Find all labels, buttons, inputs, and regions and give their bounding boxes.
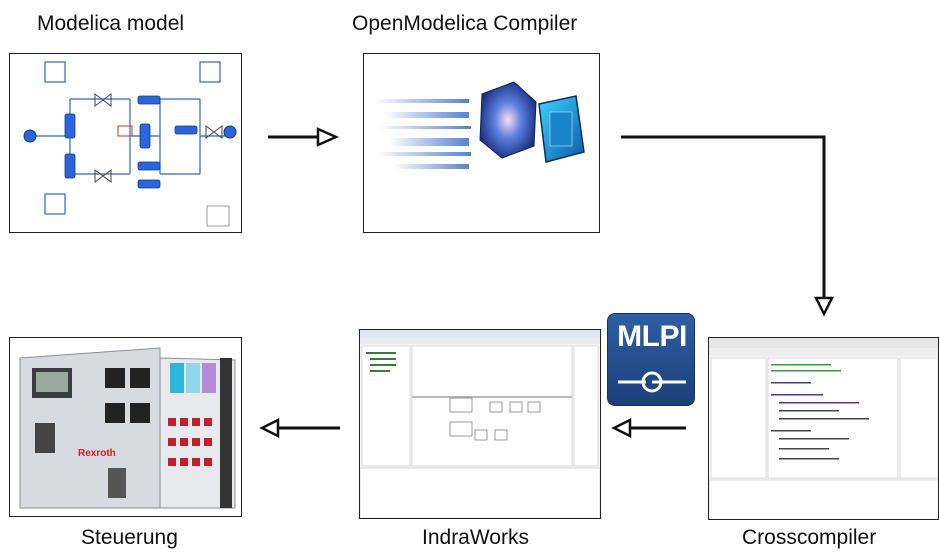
connector-plug-icon [618,371,686,393]
modelica-diagram-image [10,54,241,232]
modelica-model-panel [9,53,242,233]
compiler-illustration-image [374,81,585,169]
rexroth-logo: Rexroth [78,448,116,459]
label-indraworks: IndraWorks [422,526,529,549]
indraworks-screenshot-image [360,330,600,518]
controller-hardware-image: Rexroth [10,338,241,516]
arrow-compiler-to-crosscompiler [621,135,826,298]
openmodelica-compiler-panel [363,53,600,233]
label-steuerung: Steuerung [81,526,178,549]
label-crosscompiler: Crosscompiler [742,526,877,549]
crosscompiler-screenshot-image [709,338,938,519]
label-openmodelica-compiler: OpenModelica Compiler [352,12,578,35]
steuerung-panel: Rexroth [9,337,242,517]
label-modelica-model: Modelica model [37,12,185,35]
mlpi-badge: MLPI [607,313,695,406]
crosscompiler-panel [708,337,939,520]
mlpi-label: MLPI [617,320,687,353]
indraworks-panel [359,329,601,519]
